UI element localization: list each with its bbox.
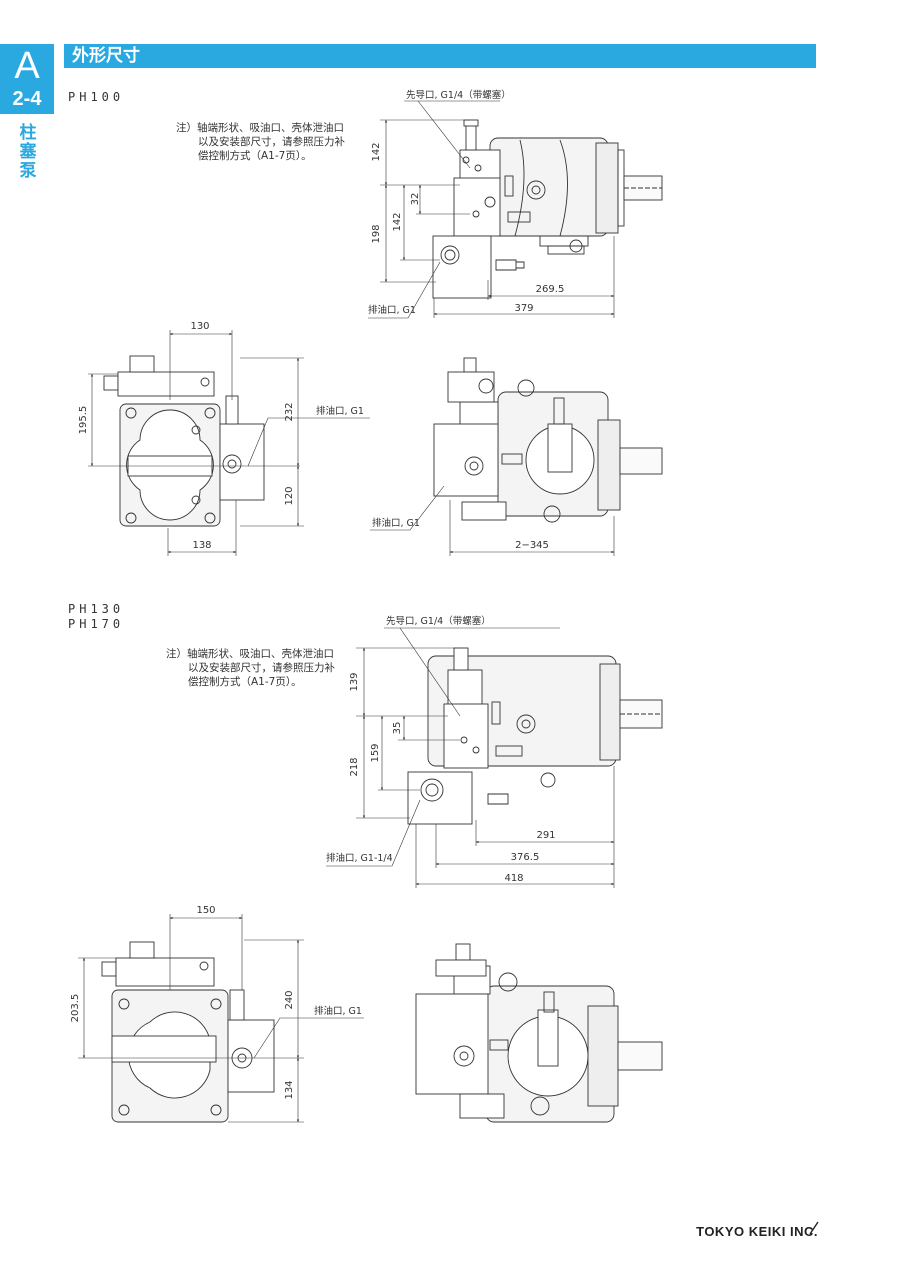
dim-ph100-142-lower: 142: [392, 212, 403, 231]
dim-ph100-2-345: 2−345: [515, 540, 549, 551]
dim-ph130-203-5: 203.5: [70, 994, 81, 1023]
label-ph130-front-drain-port: 排油口, G1: [314, 1005, 362, 1017]
dim-ph130-134: 134: [284, 1080, 295, 1099]
dim-ph100-138: 138: [192, 540, 211, 551]
dim-ph100-269-5: 269.5: [536, 284, 565, 295]
dim-ph100-232: 232: [284, 402, 295, 421]
model-name-ph130: PH130: [68, 602, 125, 616]
dim-ph130-35: 35: [392, 722, 403, 735]
ph130-side-dimensions: [326, 627, 615, 888]
side-category-label: 柱 塞 泵: [19, 123, 37, 181]
company-name: TOKYO KEIKI INC.: [696, 1224, 818, 1239]
label-ph100-front-drain-port: 排油口, G1: [316, 405, 364, 417]
model-name-ph170: PH170: [68, 617, 125, 631]
label-ph130-pilot-port: 先导口, G1/4（带螺塞）: [386, 615, 491, 627]
ph100-top-dimensions: [370, 485, 615, 556]
dim-ph130-240: 240: [284, 990, 295, 1009]
dim-ph130-139: 139: [349, 672, 360, 691]
dim-ph100-130: 130: [190, 321, 209, 332]
section-tab: [0, 44, 54, 114]
dim-ph130-291: 291: [536, 830, 555, 841]
dim-ph130-218: 218: [349, 757, 360, 776]
ph130-top-view: [415, 943, 663, 1123]
dim-ph100-32: 32: [410, 193, 421, 206]
dim-ph130-159: 159: [370, 743, 381, 762]
model-name-ph100: PH100: [68, 90, 125, 104]
dim-ph100-195-5: 195.5: [78, 406, 89, 435]
ph100-top-view: [433, 357, 663, 523]
label-ph100-side-drain-port: 排油口, G1: [368, 304, 416, 316]
footer-accent-mark: [809, 1221, 819, 1235]
ph130-front-view: [101, 941, 275, 1123]
section-letter: A: [14, 45, 40, 87]
dim-ph100-120: 120: [284, 486, 295, 505]
section-number: 2-4: [12, 88, 42, 110]
dim-ph130-376-5: 376.5: [511, 852, 540, 863]
ph100-side-view: [432, 119, 663, 299]
ph130-side-view: [407, 647, 663, 825]
dim-ph100-379: 379: [514, 303, 533, 314]
label-ph100-top-drain-port: 排油口, G1: [372, 517, 420, 529]
ph100-front-dimensions: [88, 330, 370, 556]
ph100-side-dimensions: [368, 100, 615, 319]
page-title: 外形尺寸: [72, 46, 140, 66]
dim-ph100-142-upper: 142: [371, 142, 382, 161]
dim-ph130-150: 150: [196, 905, 215, 916]
dim-ph100-198: 198: [371, 224, 382, 243]
ph100-front-view: [103, 355, 265, 527]
dim-ph130-418: 418: [504, 873, 523, 884]
note-section-1: 注）轴端形状、吸油口、壳体泄油口 以及安装部尺寸，请参照压力补 偿控制方式（A1…: [176, 122, 345, 162]
note-section-2: 注）轴端形状、吸油口、壳体泄油口 以及安装部尺寸，请参照压力补 偿控制方式（A1…: [166, 648, 335, 688]
label-ph130-side-drain-port: 排油口, G1-1/4: [326, 852, 393, 864]
label-ph100-pilot-port: 先导口, G1/4（带螺塞）: [406, 89, 511, 101]
ph130-front-dimensions: [78, 914, 364, 1123]
header-bar: [64, 44, 816, 68]
